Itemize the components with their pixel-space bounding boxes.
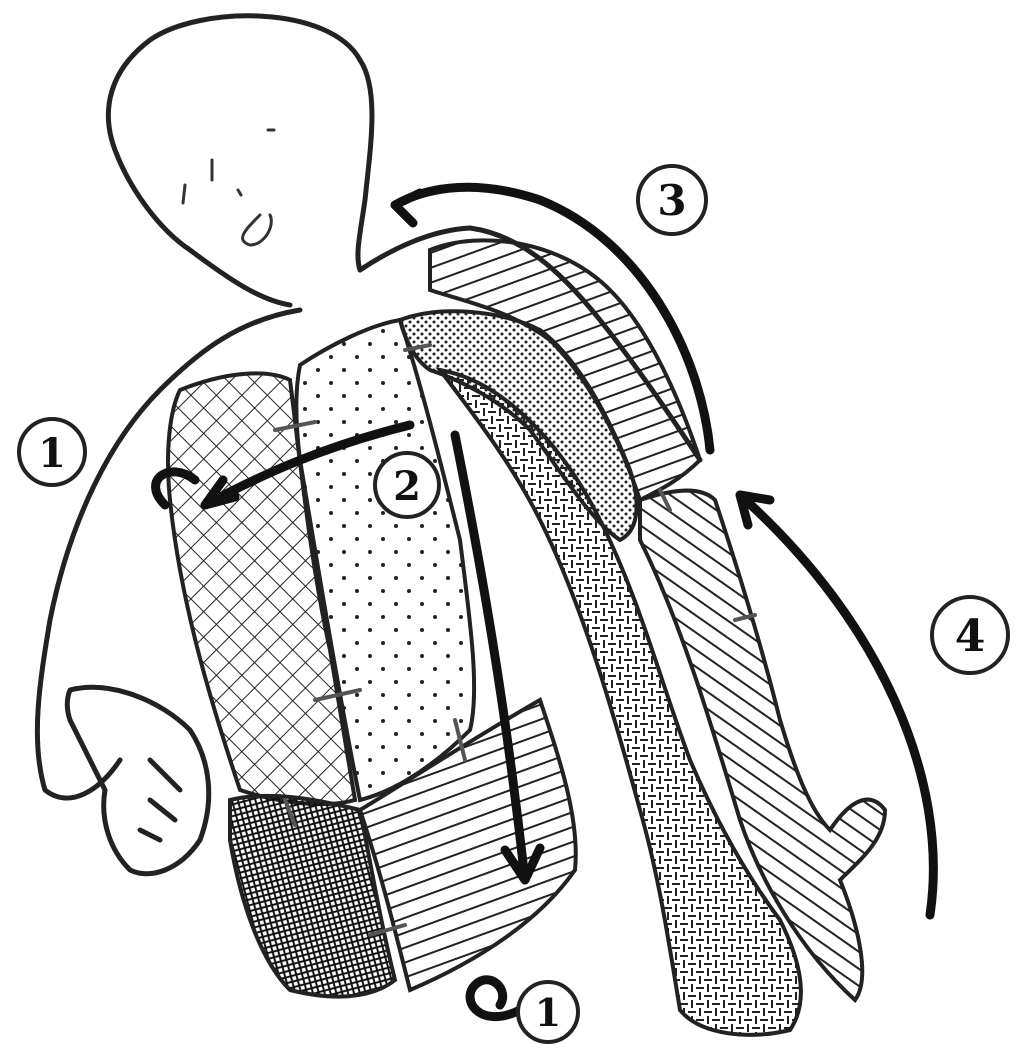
label-2: 2 [375,453,439,517]
label-4: 4 [932,597,1008,673]
svg-text:3: 3 [657,176,686,225]
svg-text:4: 4 [955,611,986,662]
rotation-symbol-bottom [470,980,520,1017]
svg-text:2: 2 [393,463,421,510]
hand-outline [67,687,208,873]
svg-text:1: 1 [535,990,561,1035]
label-1-left: 1 [19,419,85,485]
label-3: 3 [638,166,706,234]
label-1-bottom: 1 [518,982,578,1042]
head-outline [108,16,372,305]
face-details [183,130,274,245]
svg-text:1: 1 [38,430,66,477]
